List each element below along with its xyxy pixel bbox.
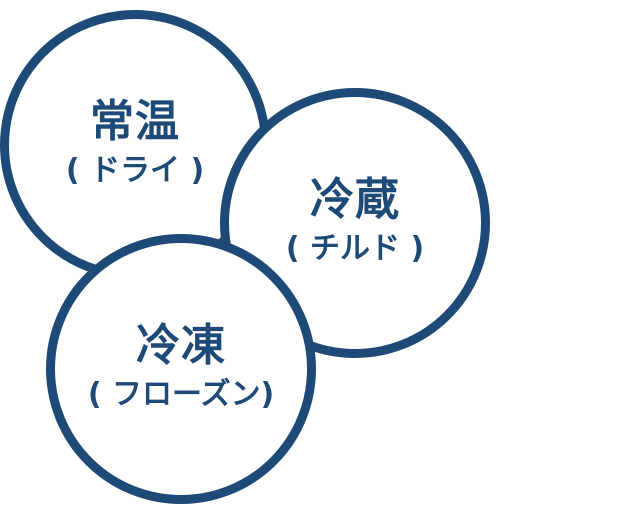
label-frozen: 冷凍 ( フローズン) — [88, 322, 274, 414]
circle-ambient — [0, 10, 270, 280]
label-chilled: 冷蔵 ( チルド ) — [286, 176, 424, 268]
label-ambient-main: 常温 — [90, 96, 180, 147]
circle-frozen — [46, 234, 316, 504]
label-chilled-main: 冷蔵 — [310, 174, 400, 225]
label-ambient-sub: ( ドライ ) — [65, 153, 205, 188]
label-ambient: 常温 ( ドライ ) — [66, 98, 204, 190]
label-frozen-sub: ( フローズン) — [87, 377, 275, 412]
label-chilled-sub: ( チルド ) — [285, 231, 425, 266]
label-frozen-main: 冷凍 — [136, 320, 226, 371]
